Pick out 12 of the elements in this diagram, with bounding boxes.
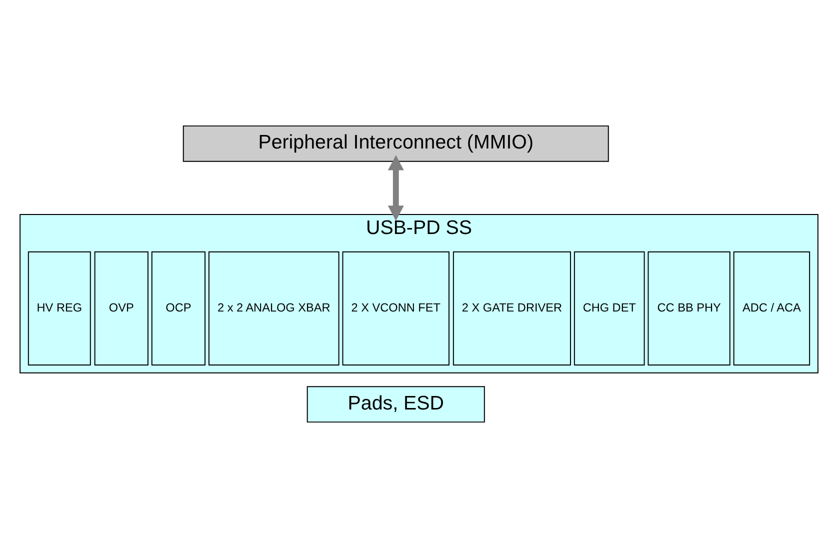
node-box: Pads, ESD — [306, 386, 485, 423]
node-box: 2 x 2 ANALOG XBAR — [208, 251, 340, 366]
node-box: OVP — [94, 251, 148, 366]
node-box: 2 X VCONN FET — [342, 251, 450, 366]
node-box: 2 X GATE DRIVER — [452, 251, 571, 366]
node-box: CC BB PHY — [648, 251, 730, 366]
node-box: HV REG — [28, 251, 91, 366]
node-box: ADC / ACA — [733, 251, 810, 366]
node-box: OCP — [151, 251, 206, 366]
arrow — [388, 155, 404, 221]
node-box: CHG DET — [574, 251, 645, 366]
node-box: Peripheral Interconnect (MMIO) — [182, 125, 609, 162]
